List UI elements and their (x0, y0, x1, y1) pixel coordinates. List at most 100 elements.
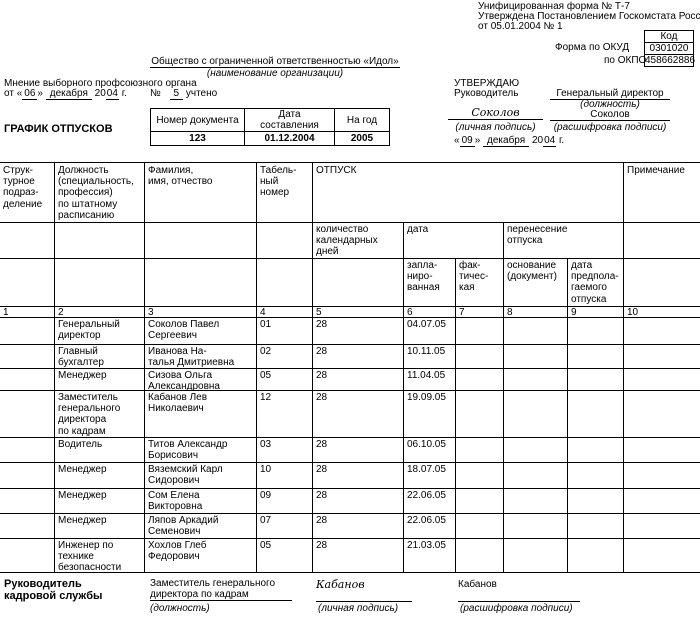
date-quote-close: » (474, 135, 481, 146)
organization-caption: (наименование организации) (206, 68, 344, 79)
okud-label: Форма по ОКУД (555, 42, 630, 53)
table-grid-line (0, 572, 700, 573)
footer-signature: Кабанов (316, 578, 412, 602)
date-from: от (4, 88, 14, 99)
footer-label: Руководитель кадровой службы (4, 578, 103, 603)
row-position: Генеральный директор (58, 319, 120, 342)
table-grid-line (455, 258, 456, 572)
row-calendar-days: 28 (316, 439, 328, 450)
column-number: 8 (507, 307, 513, 318)
footer-position-caption: (должность) (150, 603, 210, 614)
table-grid-line (0, 258, 700, 259)
row-tab-number: 05 (260, 540, 272, 551)
row-calendar-days: 28 (316, 392, 328, 403)
column-number: 4 (260, 307, 266, 318)
union-number: № 5 учтено (150, 88, 218, 100)
table-grid-line (0, 368, 700, 369)
row-calendar-days: 28 (316, 540, 328, 551)
union-noted: учтено (185, 88, 218, 99)
union-year: 04 (105, 88, 119, 100)
table-grid-line (0, 488, 700, 489)
row-planned-date: 11.04.05 (407, 370, 446, 381)
header-structural-division: Струк- турное подраз- деление (3, 165, 43, 210)
row-employee-name: Сизова Ольга Александровна (148, 370, 220, 393)
column-number: 2 (58, 307, 64, 318)
approve-year: 04 (543, 135, 557, 147)
table-grid-line (54, 162, 55, 572)
okpo-label: по ОКПО (604, 55, 647, 66)
okpo-value: 458662886 (644, 54, 696, 67)
column-number: 1 (3, 307, 9, 318)
column-number: 6 (407, 307, 413, 318)
row-calendar-days: 28 (316, 490, 328, 501)
row-position: Инженер по технике безопасности (58, 540, 122, 574)
row-tab-number: 03 (260, 439, 272, 450)
row-employee-name: Вяземский Карл Сидорович (148, 464, 223, 487)
union-number-value: 5 (169, 88, 184, 100)
doc-year-header: На год (334, 107, 390, 133)
row-planned-date: 06.10.05 (407, 439, 446, 450)
table-grid-line (567, 258, 568, 572)
footer-name-caption: (расшифровка подписи) (460, 603, 573, 614)
header-transfer: перенесение отпуска (507, 224, 568, 247)
row-position: Менеджер (58, 490, 107, 501)
table-grid-line (256, 162, 257, 572)
table-grid-line (0, 317, 700, 318)
table-grid-line (0, 513, 700, 514)
row-planned-date: 04.07.05 (407, 319, 446, 330)
year-prefix: 20 (94, 88, 106, 99)
column-number: 10 (627, 307, 639, 318)
header-note: Примечание (627, 165, 685, 176)
row-calendar-days: 28 (316, 319, 328, 330)
doc-date: 01.12.2004 (244, 131, 335, 147)
column-number: 9 (571, 307, 577, 318)
row-position: Менеджер (58, 464, 107, 475)
header-planned-date: запла- ниро- ванная (407, 260, 440, 294)
row-tab-number: 10 (260, 464, 272, 475)
table-grid-line (0, 437, 700, 438)
header-basis-document: основание (документ) (507, 260, 557, 283)
date-quote-open: « (454, 135, 460, 146)
table-grid-line (623, 162, 624, 572)
union-opinion-date: от «06» декабря 2004 г. (4, 88, 127, 100)
row-tab-number: 12 (260, 392, 272, 403)
doc-date-header: Дата составления (244, 107, 335, 133)
row-employee-name: Иванова На- талья Дмитриевна (148, 346, 235, 369)
row-position: Менеджер (58, 370, 107, 381)
page-title: ГРАФИК ОТПУСКОВ (4, 123, 113, 135)
row-planned-date: 19.09.05 (407, 392, 446, 403)
approve-role-label: Руководитель (454, 88, 519, 99)
table-grid-line (0, 538, 700, 539)
footer-signature-caption: (личная подпись) (318, 603, 399, 614)
doc-year: 2005 (334, 131, 390, 147)
header-actual-date: фак- тичес- кая (459, 260, 489, 294)
year-suffix: г. (559, 135, 565, 146)
row-planned-date: 10.11.05 (407, 346, 446, 357)
column-number: 7 (459, 307, 465, 318)
row-employee-name: Сом Елена Викторовна (148, 490, 203, 513)
table-grid-line (0, 162, 700, 163)
row-tab-number: 07 (260, 515, 272, 526)
row-position: Заместитель генерального директора по ка… (58, 392, 121, 437)
approve-heading: УТВЕРЖДАЮ (454, 78, 520, 89)
approve-date: «09» декабря 2004 г. (454, 135, 565, 147)
row-planned-date: 22.06.05 (407, 515, 446, 526)
table-grid-line (312, 222, 623, 223)
approve-month: декабря (483, 135, 530, 147)
table-grid-line (623, 222, 700, 223)
document-info-table: Номер документа Дата составления На год … (150, 107, 390, 147)
doc-number: 123 (150, 131, 245, 147)
form-header-line3: от 05.01.2004 № 1 (478, 21, 563, 32)
footer-position: Заместитель генерального директора по ка… (150, 578, 292, 602)
row-employee-name: Ляпов Аркадий Семенович (148, 515, 219, 538)
date-quote-open: « (16, 88, 23, 99)
footer-name: Кабанов (458, 579, 580, 602)
approve-name-caption: (расшифровка подписи) (553, 122, 667, 133)
row-tab-number: 09 (260, 490, 272, 501)
table-grid-line (503, 222, 504, 572)
table-grid-line (0, 462, 700, 463)
row-employee-name: Соколов Павел Сергеевич (148, 319, 220, 342)
row-calendar-days: 28 (316, 515, 328, 526)
header-full-name: Фамилия, имя, отчество (148, 165, 213, 188)
approve-signature-caption: (личная подпись) (455, 122, 536, 133)
